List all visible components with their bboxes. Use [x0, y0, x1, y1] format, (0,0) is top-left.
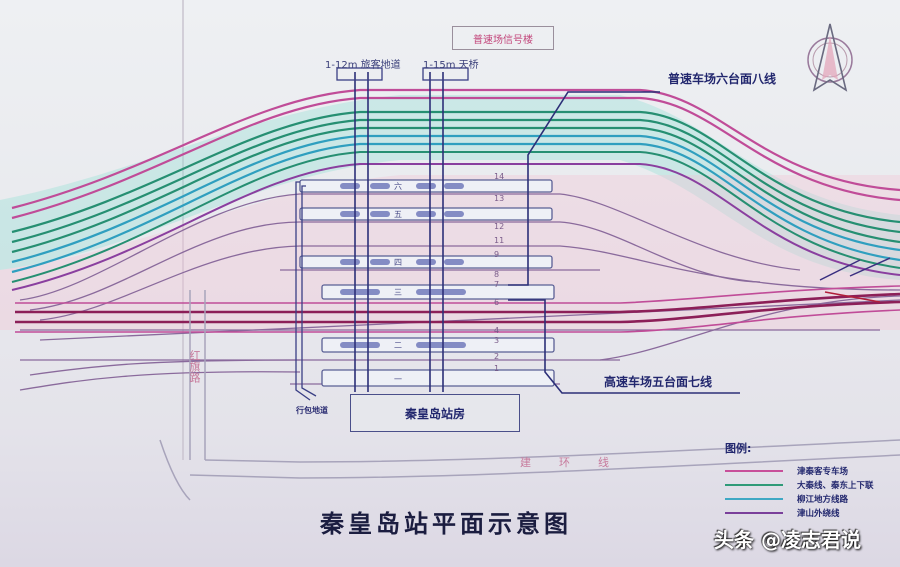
track-number: 4: [494, 326, 500, 335]
track-number: 2: [494, 352, 500, 361]
track-number: 3: [494, 336, 500, 345]
track-number: 1: [494, 364, 500, 373]
high-speed-yard-label: 高速车场五台面七线: [604, 375, 713, 389]
legend-item: 津山外绕线: [725, 506, 895, 520]
legend-label: 大秦线、秦东上下联: [797, 481, 874, 491]
normal-speed-yard-label: 普速车场六台面八线: [668, 72, 777, 86]
baggage-tunnel-label: 行包地道: [296, 406, 328, 415]
track-number: 12: [494, 222, 505, 231]
legend-item: 津秦客专车场: [725, 464, 895, 478]
track-number: 6: [494, 298, 500, 307]
legend-label: 柳江地方线路: [797, 495, 849, 505]
legend-item: 大秦线、秦东上下联: [725, 478, 895, 492]
track-number: 14: [494, 172, 505, 181]
north-arrow-icon: [807, 23, 853, 92]
legend-swatch: [725, 484, 783, 486]
legend-title: 图例:: [725, 442, 752, 455]
legend-swatch: [725, 512, 783, 514]
track-number: 8: [494, 270, 500, 279]
platform-mark: 一: [394, 375, 402, 384]
track-number: 7: [494, 280, 500, 289]
platform-mark: 二: [394, 341, 402, 350]
ring-road-label: 建环线: [520, 456, 637, 469]
diagram-title: 秦皇岛站平面示意图: [320, 509, 572, 538]
legend-label: 津山外绕线: [797, 509, 840, 519]
signal-building-label: 普速场信号楼: [473, 34, 533, 46]
legend-swatch: [725, 498, 783, 500]
watermark: 头条 @凌志君说: [714, 528, 861, 552]
platform-mark: 三: [394, 288, 402, 297]
legend: 图例: 津秦客专车场 大秦线、秦东上下联 柳江地方线路 津山外绕线: [725, 440, 895, 520]
platform-mark: 五: [394, 210, 402, 219]
hongqi-road-label: 红旗路: [188, 350, 201, 383]
legend-item: 柳江地方线路: [725, 492, 895, 506]
platform-mark: 四: [394, 258, 402, 267]
station-building-label: 秦皇岛站房: [404, 406, 465, 421]
track-number: 11: [494, 236, 505, 245]
legend-swatch: [725, 470, 783, 472]
signal-building-box: 普速场信号楼: [452, 26, 554, 50]
underpass-label: 1-12m 旅客地道: [325, 60, 401, 71]
platform-mark: 六: [394, 182, 402, 191]
track-number: 13: [494, 194, 505, 203]
legend-label: 津秦客专车场: [797, 467, 849, 477]
track-number: 9: [494, 250, 500, 259]
station-building: 秦皇岛站房: [350, 394, 520, 432]
footbridge-label: 1-15m 天桥: [423, 60, 479, 71]
